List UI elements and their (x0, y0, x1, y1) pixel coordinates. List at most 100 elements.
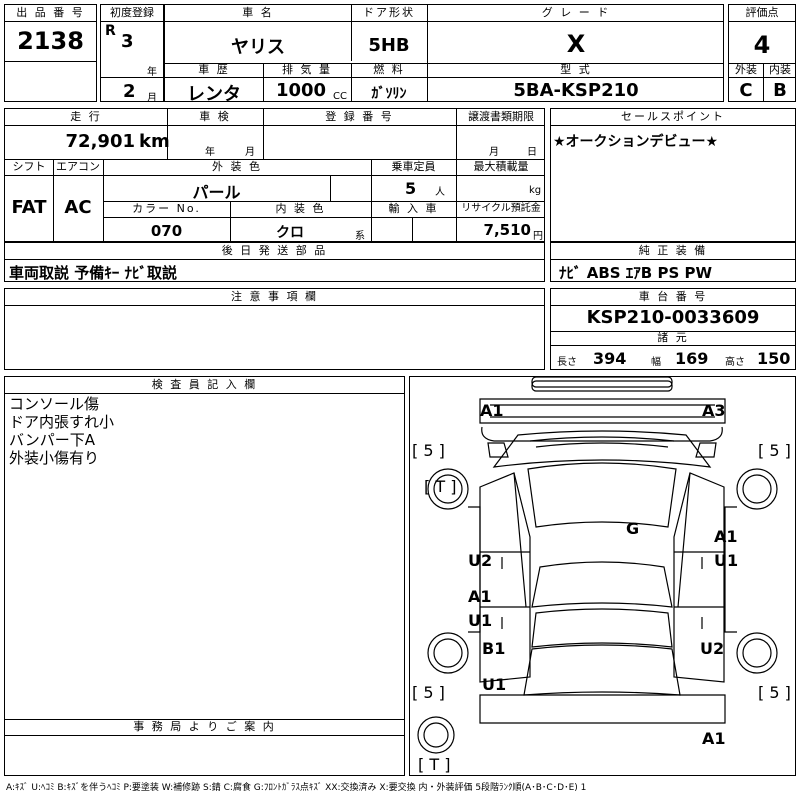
int-color-unit: 系 (355, 231, 365, 242)
year-unit: 年 (147, 67, 157, 78)
mark-u1-right: U1 (714, 551, 739, 570)
later-parts-label: 後 日 発 送 部 品 (5, 243, 544, 260)
chassis-box: 車 台 番 号 KSP210-0033609 諸 元 長さ 394 幅 169 … (550, 288, 796, 370)
ext-color-label: 外 装 色 (212, 160, 262, 173)
spare-tire-bottom: [ T ] (418, 755, 451, 774)
capacity-unit: 人 (435, 187, 445, 198)
equipment-text: ﾅﾋﾞ ABS ｴｱB PS PW (559, 264, 713, 282)
reg-month: 2 (123, 81, 136, 102)
height-value: 150 (757, 349, 791, 368)
legend: A:ｷｽﾞ U:ﾍｺﾐ B:ｷｽﾞを伴うﾍｺﾐ P:要塗装 W:補修跡 S:錆 … (6, 783, 587, 793)
mark-u1-bottom-left: U1 (482, 675, 507, 694)
fuel: ｶﾞｿﾘﾝ (371, 86, 407, 102)
first-reg-label: 初度登録 (101, 5, 163, 22)
mileage: 72,901 (65, 131, 135, 152)
mark-a3-top-right: A3 (702, 401, 726, 420)
ac-label: エアコン (56, 160, 100, 173)
tire-front-left: [ 5 ] (412, 441, 445, 460)
mark-a1-left: A1 (468, 587, 492, 606)
displacement: 1000 (275, 80, 327, 101)
car-name: ヤリス (231, 37, 285, 58)
recycle-label: リサイクル預託金 (461, 203, 541, 214)
exterior-label: 外装 (735, 63, 757, 76)
later-parts-box: 後 日 発 送 部 品 車両取説 予備ｷｰ ﾅﾋﾞ取説 (4, 242, 545, 282)
inspection-label: 車 検 (199, 110, 231, 123)
mark-a1-top-left: A1 (480, 401, 504, 420)
history: レンタ (187, 84, 241, 105)
width-value: 169 (675, 349, 709, 368)
mileage-unit: km (139, 131, 170, 152)
inspector-line: コンソール傷 (9, 395, 100, 413)
grade: X (566, 30, 586, 58)
first-registration-box: 初度登録 R 3 年 2 月 (100, 4, 164, 104)
capacity: 5 (405, 179, 417, 198)
transfer-month: 月 (489, 147, 499, 158)
length-value: 394 (593, 349, 627, 368)
office-label: 事 務 局 よ り ご 案 内 (133, 720, 276, 733)
sales-point-text: ★オークションデビュー★ (553, 134, 719, 150)
capacity-label: 乗車定員 (391, 160, 436, 173)
inspector-line: 外装小傷有り (9, 449, 100, 467)
sales-point-box: セールスポイント ★オークションデビュー★ (550, 108, 796, 242)
color-no-label: カラー No. (132, 202, 201, 215)
inspector-notes: コンソール傷 ドア内張すれ小 バンパー下A 外装小傷有り (9, 395, 114, 467)
load-unit: kg (529, 185, 542, 196)
chassis-number: KSP210-0033609 (586, 307, 760, 328)
mileage-label: 走 行 (70, 110, 102, 123)
width-label: 幅 (651, 357, 661, 368)
mark-a1-bottom: A1 (702, 729, 726, 748)
model-label: 型 式 (560, 63, 592, 76)
specs-box: 走 行 72,901 km 車 検 年 月 登 録 番 号 譲渡書類期限 月 日… (4, 108, 545, 242)
mark-b1-left: B1 (482, 639, 506, 658)
equipment-label: 純 正 装 備 (551, 243, 795, 260)
fuel-label: 燃 料 (373, 63, 405, 76)
displacement-label: 排 気 量 (282, 63, 332, 76)
score-label: 評価点 (729, 5, 795, 22)
inspector-label: 検 査 員 記 入 欄 (5, 377, 404, 394)
month-unit: 月 (147, 93, 157, 104)
exterior-grade: C (739, 80, 753, 101)
later-parts-text: 車両取説 予備ｷｰ ﾅﾋﾞ取説 (9, 264, 177, 282)
int-color-label: 内 装 色 (275, 202, 326, 215)
car-diagram-box: A1 A3 G A1 U1 U2 A1 U1 B1 U2 U1 A1 [ 5 ]… (409, 376, 796, 776)
color-no: 070 (150, 222, 183, 240)
car-info-box: 車 名 ヤリス ドア形状 5HB グ レ ー ド X 車 歴 レンタ 排 気 量… (164, 4, 724, 105)
shift: FAT (11, 197, 47, 218)
era: R (105, 23, 116, 39)
inspector-line: ドア内張すれ小 (9, 413, 115, 431)
ac: AC (64, 197, 92, 218)
transfer-label: 譲渡書類期限 (468, 110, 534, 123)
lot-label: 出 品 番 号 (5, 5, 96, 22)
transfer-day: 日 (527, 147, 537, 158)
reg-year: 3 (121, 31, 134, 52)
door-type: 5HB (368, 35, 410, 56)
height-label: 高さ (725, 357, 745, 368)
mark-u1-left: U1 (468, 611, 493, 630)
tire-rear-right: [ 5 ] (758, 683, 791, 702)
model: 5BA-KSP210 (513, 80, 639, 101)
recycle-fee: 7,510 (483, 221, 531, 239)
spare-tire-top: [ T ] (424, 477, 457, 496)
mark-u2-left: U2 (468, 551, 493, 570)
notes-label: 注 意 事 項 欄 (5, 289, 544, 306)
reg-no-label: 登 録 番 号 (325, 110, 394, 123)
inspection-month: 月 (245, 147, 255, 158)
notes-box: 注 意 事 項 欄 (4, 288, 545, 370)
shift-label: シフト (12, 160, 46, 173)
load-label: 最大積載量 (473, 160, 529, 173)
displacement-unit: CC (333, 91, 347, 102)
grade-label: グ レ ー ド (541, 6, 611, 19)
mark-a1-right: A1 (714, 527, 738, 546)
mark-u2-right: U2 (700, 639, 725, 658)
length-label: 長さ (557, 357, 577, 368)
inspection-year: 年 (205, 147, 215, 158)
equipment-box: 純 正 装 備 ﾅﾋﾞ ABS ｴｱB PS PW (550, 242, 796, 282)
recycle-unit: 円 (533, 231, 543, 242)
inspector-box: 検 査 員 記 入 欄 コンソール傷 ドア内張すれ小 バンパー下A 外装小傷有り… (4, 376, 405, 776)
door-label: ドア形状 (363, 6, 415, 19)
history-label: 車 歴 (198, 63, 230, 76)
lot-number: 2138 (17, 27, 84, 55)
lot-box: 出 品 番 号 2138 (4, 4, 97, 102)
inspector-line: バンパー下A (9, 431, 96, 449)
dims-label: 諸 元 (657, 331, 689, 344)
